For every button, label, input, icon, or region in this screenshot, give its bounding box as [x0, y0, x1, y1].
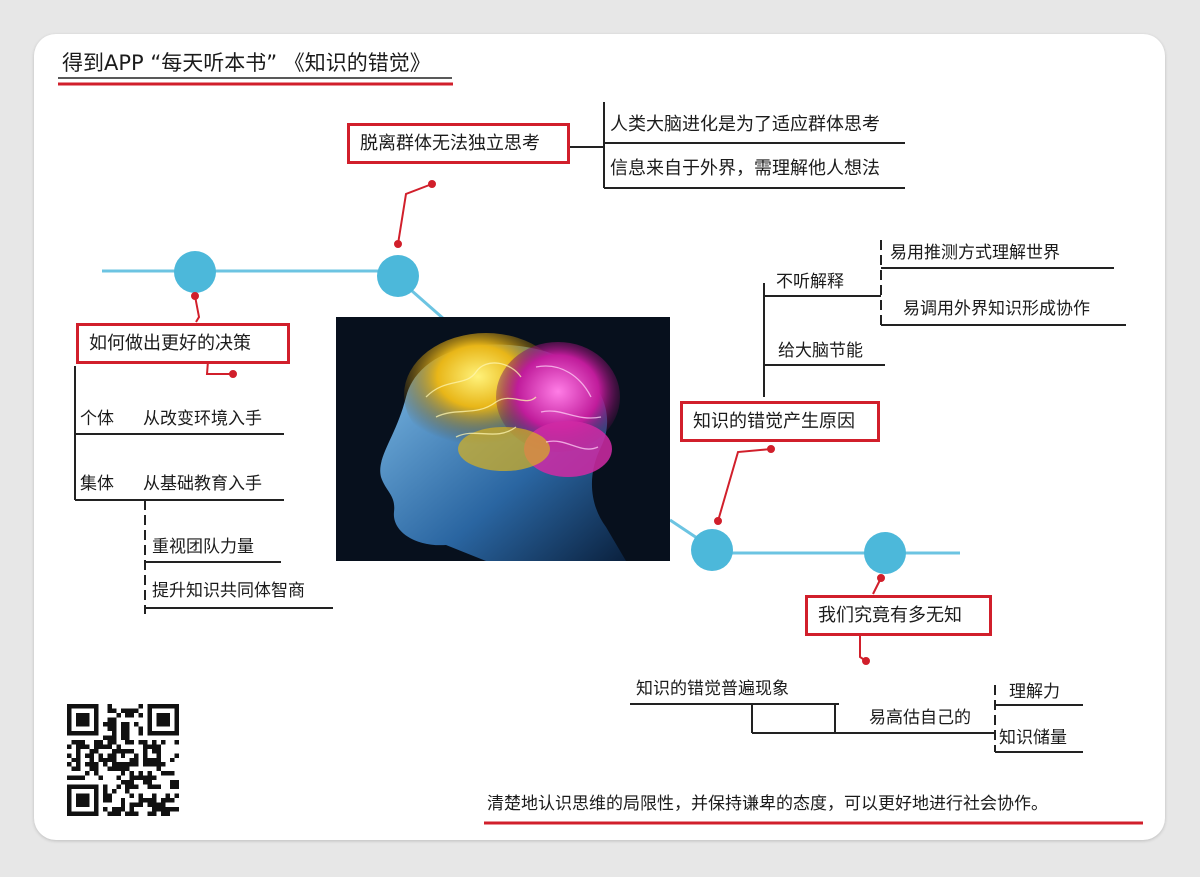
right-item-1-detail-1: 易用推测方式理解世界 [890, 243, 1060, 263]
node-right [691, 529, 733, 571]
page-title: 得到APP “每天听本书” 《知识的错觉》 [62, 51, 431, 75]
qr-code-icon [67, 704, 179, 816]
bottom-detail-2: 知识储量 [999, 728, 1067, 748]
connector-bottom-down [859, 635, 867, 662]
connector-top [397, 183, 433, 245]
bottom-detail-1: 理解力 [1009, 682, 1060, 702]
bottom-overestimate: 易高估自己的 [869, 708, 971, 728]
left-row-2-label: 集体 [80, 474, 114, 494]
connector-left-down [205, 360, 233, 375]
topic-box-bottom: 我们究竟有多无知 [805, 595, 992, 636]
left-sub-item-1: 重视团队力量 [152, 537, 254, 557]
node-left [174, 251, 216, 293]
right-item-1-detail-2: 易调用外界知识形成协作 [903, 299, 1090, 319]
topic-box-left: 如何做出更好的决策 [76, 323, 290, 364]
top-item-1: 人类大脑进化是为了适应群体思考 [610, 114, 880, 135]
bottom-phenomenon: 知识的错觉普遍现象 [636, 679, 789, 699]
left-row-1-label: 个体 [80, 409, 114, 429]
right-item-1: 不听解释 [776, 272, 844, 292]
node-bottom [864, 532, 906, 574]
left-row-1-value: 从改变环境入手 [143, 409, 262, 429]
top-item-2: 信息来自于外界，需理解他人想法 [610, 158, 880, 179]
right-item-2: 给大脑节能 [778, 341, 863, 361]
connector-right [717, 448, 772, 522]
node-top [377, 255, 419, 297]
conclusion-text: 清楚地认识思维的局限性，并保持谦卑的态度，可以更好地进行社会协作。 [487, 794, 1048, 814]
connector-left-up [194, 295, 201, 323]
brain-illustration [336, 317, 670, 561]
left-row-2-value: 从基础教育入手 [143, 474, 262, 494]
topic-box-right: 知识的错觉产生原因 [680, 401, 880, 442]
left-sub-item-2: 提升知识共同体智商 [152, 581, 305, 601]
topic-box-top: 脱离群体无法独立思考 [347, 123, 570, 164]
